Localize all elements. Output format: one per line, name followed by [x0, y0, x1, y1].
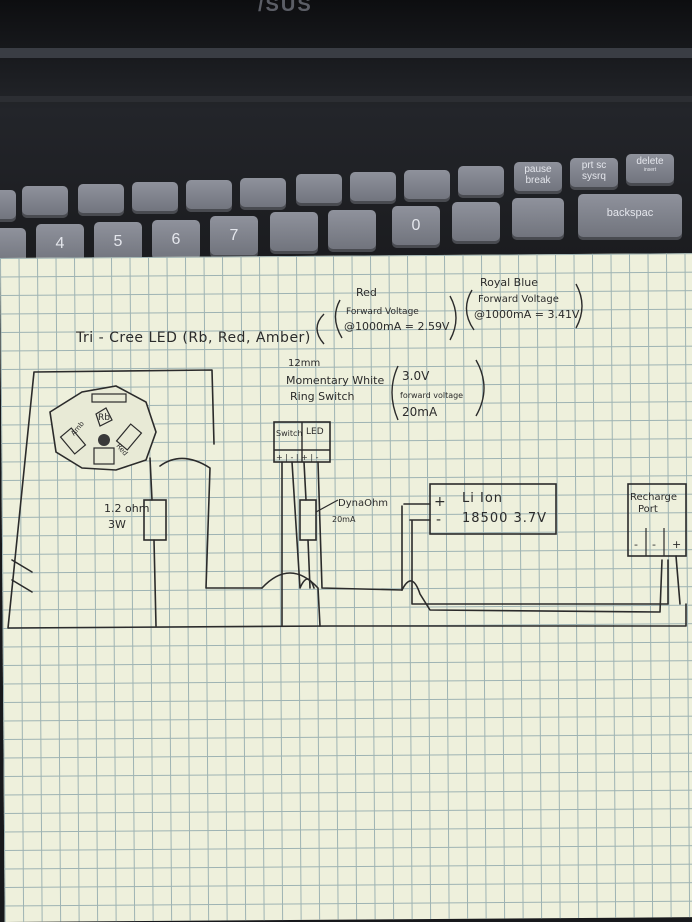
key-num7-label: 7 [229, 227, 239, 244]
wire-port-plus [675, 555, 681, 605]
white-led-forward: forward voltage [400, 391, 463, 400]
key-num0: 0 [392, 206, 440, 248]
battery-model: 18500 3.7V [462, 511, 547, 526]
white-led-voltage: 3.0V [402, 369, 430, 383]
wire-led-resistor [149, 457, 157, 627]
key-num7: 7 [210, 216, 258, 258]
key-num4-label: 4 [55, 235, 65, 252]
key-pause-break: pause break [514, 162, 562, 194]
key-f6 [240, 178, 286, 210]
recharge-minus-2: - [652, 538, 656, 551]
keyboard-bezel [0, 48, 692, 58]
key-num9 [328, 210, 376, 252]
battery-minus: - [436, 512, 441, 528]
key-break-label: break [525, 174, 551, 186]
key-f10 [458, 166, 504, 198]
tri-cree-led: Rb Red Amb [49, 385, 157, 471]
dynaohm-label: DynaOhm [338, 498, 388, 509]
switch-box-led: LED [306, 427, 324, 437]
battery-body [429, 483, 557, 535]
key-f9 [404, 170, 450, 202]
key-f5 [186, 180, 232, 212]
key-minus [452, 202, 500, 244]
wire-crossover-2 [401, 559, 663, 613]
switch-note-line3: Ring Switch [290, 390, 355, 403]
recharge-plus: + [672, 538, 681, 551]
switch-note-line1: 12mm [288, 358, 320, 369]
red-note-heading: Red [356, 286, 377, 299]
wire-switch-mid [291, 461, 315, 589]
key-prtsc-label: prt sc [581, 160, 607, 171]
red-note-line2: @1000mA = 2.59V [344, 320, 450, 333]
laptop-logo: /SUS [258, 0, 313, 16]
switch-box-switch: Switch [276, 429, 302, 438]
key-delete-insert: delete insert [626, 154, 674, 186]
key-pause-label: pause [524, 164, 552, 175]
switch-box-terminals: + | - | + | - [276, 453, 319, 462]
wire-outer-loop [7, 369, 687, 629]
switch-note-line2: Momentary White [286, 374, 384, 387]
switch-box: Switch LED + | - | + | - [273, 421, 331, 463]
resistor-watt: 3W [108, 518, 126, 531]
wire-crossover-1 [261, 572, 321, 627]
key-sysrq-label: sysrq [582, 170, 606, 182]
blue-note-line2: @1000mA = 3.41V [474, 308, 580, 321]
keyboard-bezel-lower [0, 96, 692, 102]
blue-note-heading: Royal Blue [480, 276, 538, 289]
resistor-value: 1.2 ohm [104, 502, 149, 515]
resistor-body [143, 499, 167, 541]
key-num6-label: 6 [171, 231, 181, 248]
red-note-line1: Forward Voltage [346, 307, 419, 317]
key-insert-label: insert [643, 166, 657, 173]
dynaohm-current: 20mA [332, 515, 356, 524]
wire-led-right [159, 457, 263, 589]
key-f1 [0, 190, 16, 222]
key-f7 [296, 174, 342, 206]
key-f2 [22, 186, 68, 218]
dynaohm-body [299, 499, 317, 541]
battery-type: Li Ion [462, 491, 503, 506]
recharge-minus: - [634, 538, 638, 551]
wire-switch-right [303, 461, 311, 589]
key-prtsc-sysrq: prt sc sysrq [570, 158, 618, 190]
key-backspace: backspac [578, 194, 682, 240]
key-num8 [270, 212, 318, 254]
key-equals [512, 198, 564, 240]
diagram-title: Tri - Cree LED (Rb, Red, Amber) [75, 330, 311, 346]
blue-note-line1: Forward Voltage [478, 294, 559, 305]
key-f3 [78, 184, 124, 216]
laptop-keyboard: /SUS pause break prt sc sysrq delete ins… [0, 0, 692, 275]
wire-switch-far-right [317, 461, 403, 591]
key-num6: 6 [152, 220, 200, 262]
key-num0-label: 0 [411, 217, 421, 234]
recharge-label: Recharge [630, 492, 677, 503]
wire-battery-minus [409, 519, 669, 605]
led-label-rb: Rb [98, 413, 110, 423]
key-f4 [132, 182, 178, 214]
key-f8 [350, 172, 396, 204]
key-delete-label: delete [636, 156, 664, 167]
key-num5-label: 5 [113, 233, 123, 250]
key-backspace-label: backspac [606, 207, 654, 219]
battery-plus: + [434, 494, 446, 510]
recharge-port-label: Port [638, 504, 658, 515]
recharge-port [627, 483, 687, 557]
white-led-current: 20mA [402, 405, 438, 419]
left-hatch [11, 559, 33, 593]
